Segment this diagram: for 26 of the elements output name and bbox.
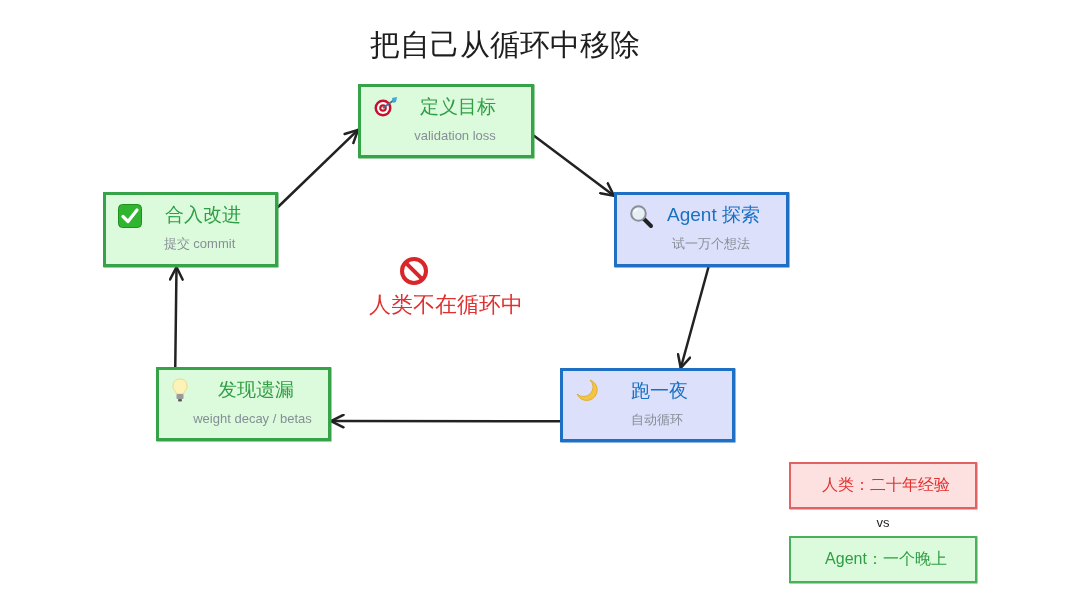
step-title: 跑一夜 xyxy=(631,379,688,403)
step-box xyxy=(560,368,735,442)
step-box xyxy=(614,192,789,267)
arrow xyxy=(676,265,710,370)
comparison-box xyxy=(789,536,977,583)
step-subtitle: 自动循环 xyxy=(630,411,683,429)
step-title: 合入改进 xyxy=(164,203,241,227)
arrow xyxy=(329,413,562,429)
vs-text: vs xyxy=(876,514,890,531)
step-box xyxy=(156,367,331,441)
title: 把自己从循环中移除 xyxy=(370,27,640,63)
step-title: Agent 探索 xyxy=(667,203,760,227)
arrow xyxy=(168,265,184,369)
arrow xyxy=(532,134,616,197)
comparison-text: 人类：二十年经验 xyxy=(822,475,950,495)
step-subtitle: validation loss xyxy=(414,127,496,145)
arrow xyxy=(276,128,360,209)
step-subtitle: weight decay / betas xyxy=(193,410,312,428)
note-text: 人类不在循环中 xyxy=(369,291,523,319)
step-title: 发现遗漏 xyxy=(217,378,294,402)
comparison-text: Agent：一个晚上 xyxy=(825,549,947,569)
comparison-box xyxy=(789,462,977,509)
step-title: 定义目标 xyxy=(420,95,496,119)
step-box xyxy=(103,192,278,267)
step-box xyxy=(358,84,534,158)
step-subtitle: 提交 commit xyxy=(163,235,236,253)
